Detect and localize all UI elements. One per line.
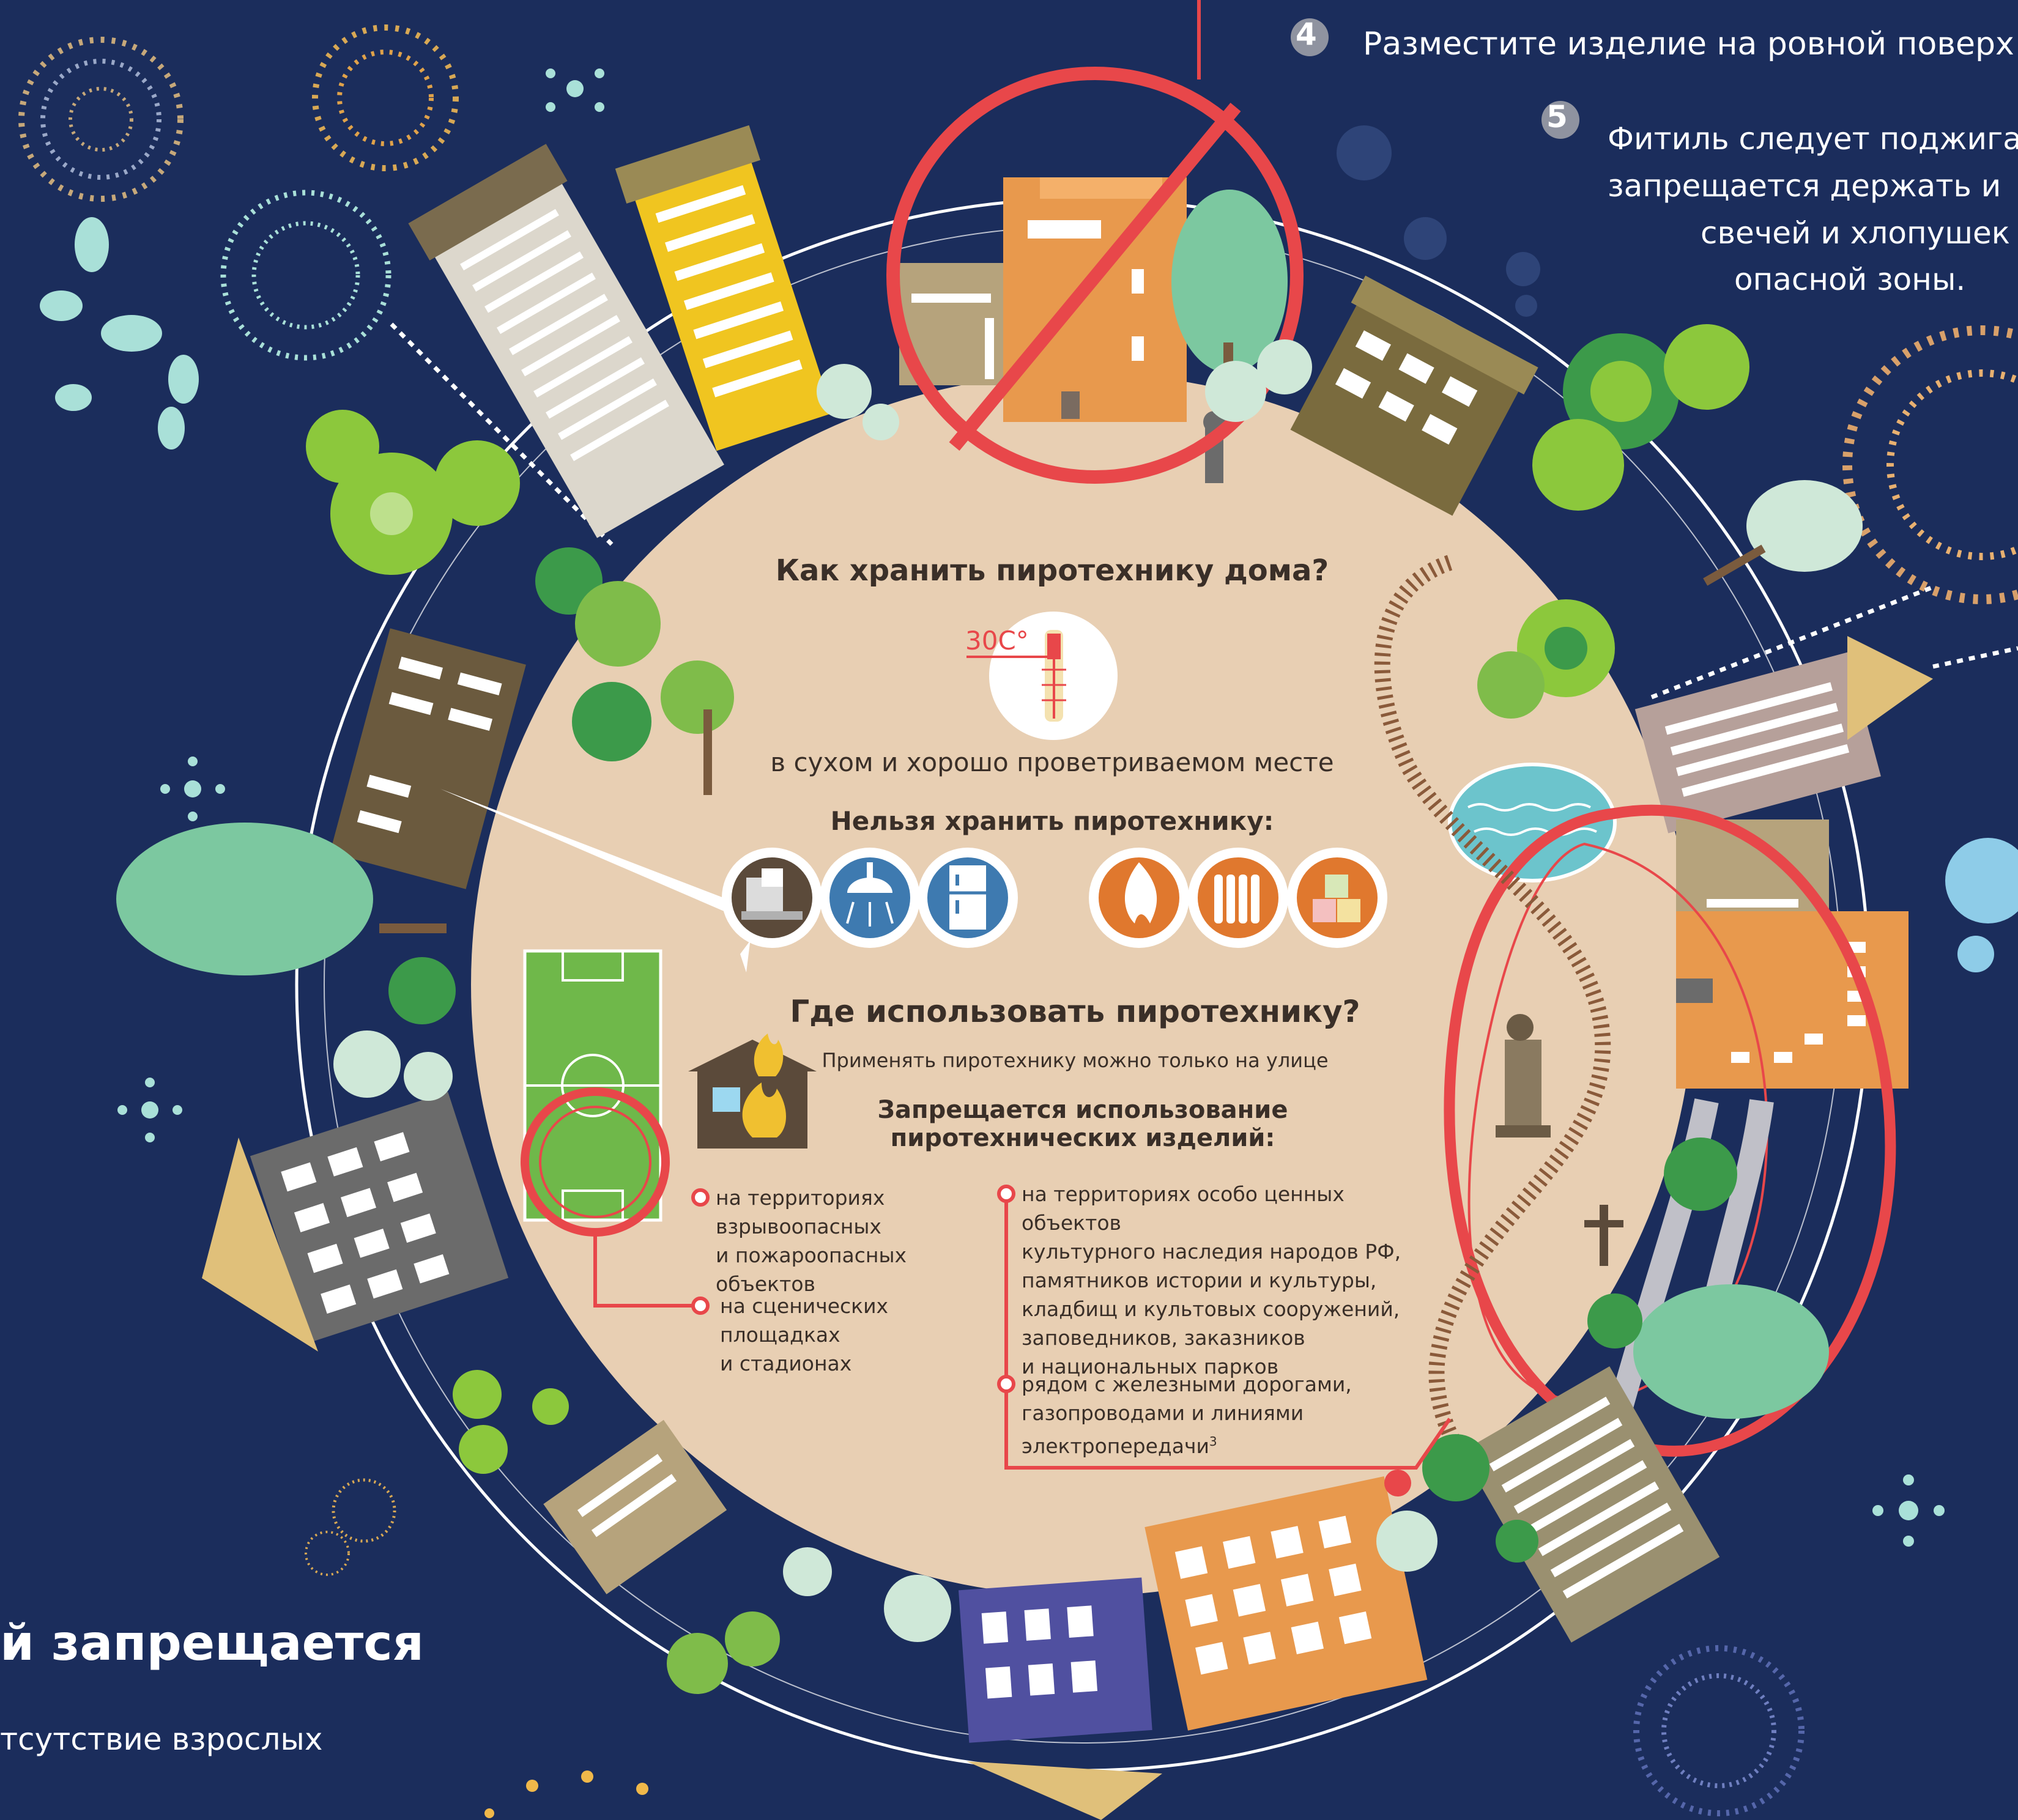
rule-5-line-2: запрещается держать и bbox=[1608, 168, 2001, 204]
list-item: на территориях особо ценных объектов кул… bbox=[1022, 1182, 1401, 1378]
burning-house-icon bbox=[688, 1034, 817, 1149]
rule-5-line-4: опасной зоны. bbox=[1734, 262, 1966, 297]
firework-icon bbox=[220, 190, 391, 361]
temperature-label: 30С° bbox=[965, 626, 1029, 656]
rule-5-line-1: Фитиль следует поджига bbox=[1608, 121, 2018, 157]
boxes-icon bbox=[1287, 848, 1387, 948]
footnote-marker: 3 bbox=[1209, 1434, 1217, 1449]
list-item: на сценических площадках и стадионах bbox=[720, 1294, 889, 1375]
storage-room-icon bbox=[722, 848, 822, 948]
step-number-4: 4 bbox=[1291, 18, 1329, 56]
triangle-decor bbox=[1847, 636, 1933, 740]
rule-5-line-3: свечей и хлопушек bbox=[1701, 215, 2010, 251]
usage-forbidden-title-1: Запрещается использование bbox=[877, 1096, 1288, 1124]
storage-forbidden-title: Нельзя хранить пиротехнику: bbox=[830, 806, 1274, 836]
firework-icon bbox=[305, 1478, 396, 1576]
thermometer-icon bbox=[966, 612, 1118, 740]
list-item: рядом с железными дорогами, газопроводам… bbox=[1022, 1372, 1352, 1458]
firework-icon bbox=[1633, 1645, 1805, 1816]
stadium-icon bbox=[523, 949, 662, 1222]
firework-icon bbox=[18, 37, 184, 202]
firework-icon bbox=[312, 24, 459, 171]
usage-subtitle: Применять пиротехнику можно только на ул… bbox=[822, 1049, 1329, 1072]
usage-forbidden-title-2: пиротехнических изделий: bbox=[890, 1124, 1275, 1152]
usage-title: Где использовать пиротехнику? bbox=[790, 994, 1360, 1029]
storage-condition: в сухом и хорошо проветриваемом месте bbox=[770, 747, 1334, 777]
left-text-fragment: тсутствие взрослых bbox=[0, 1722, 323, 1757]
rule-4-text: Разместите изделие на ровной поверх bbox=[1363, 26, 2014, 62]
radiator-icon bbox=[1188, 848, 1288, 948]
storage-title: Как хранить пиротехнику дома? bbox=[775, 553, 1329, 588]
prohibition-sign-icon bbox=[886, 67, 1304, 484]
step-number-5: 5 bbox=[1541, 101, 1579, 139]
fire-icon bbox=[1089, 848, 1189, 948]
prohibited-buildings bbox=[899, 177, 1288, 483]
fridge-icon bbox=[918, 848, 1018, 948]
tree-group bbox=[116, 324, 2018, 1694]
firework-icon bbox=[1842, 325, 2018, 604]
left-heading-fragment: й запрещается bbox=[0, 1615, 425, 1671]
list-item: на территориях взрывоопасных и пожароопа… bbox=[716, 1186, 907, 1296]
shower-icon bbox=[820, 848, 920, 948]
